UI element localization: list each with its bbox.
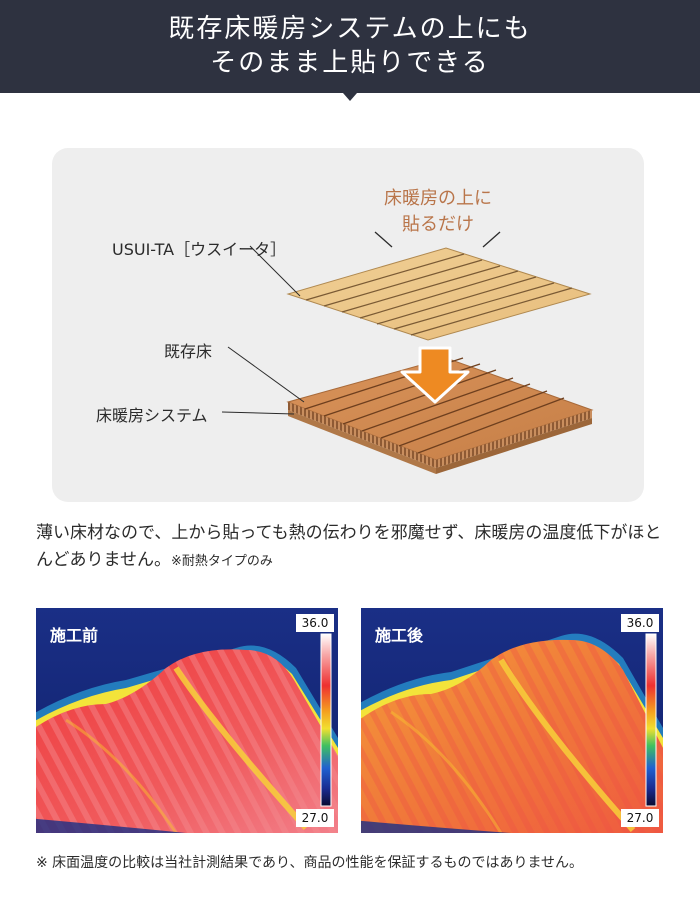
description: 薄い床材なので、上から貼っても熱の伝わりを邪魔せず、床暖房の温度低下がほとんどあ… xyxy=(36,520,676,575)
thermal-before-graphic xyxy=(36,608,338,833)
thermal-before-label: 施工前 xyxy=(50,626,99,645)
thermal-after-label: 施工後 xyxy=(375,626,424,645)
callout-text: 床暖房の上に 貼るだけ xyxy=(338,186,538,238)
label-existing-floor: 既存床 xyxy=(164,342,213,361)
label-usui-ta: USUI-TA［ウスイータ］ xyxy=(112,240,287,259)
diagram-panel: 床暖房の上に 貼るだけ USUI-TA［ウスイータ］ 既存床 床暖房システム xyxy=(52,148,644,502)
thermal-after-scale-max: 36.0 xyxy=(621,614,659,632)
callout-line1: 床暖房の上に xyxy=(384,188,492,209)
label-heating-system: 床暖房システム xyxy=(96,406,208,425)
callout-line2: 貼るだけ xyxy=(402,214,474,235)
down-arrow-icon xyxy=(400,346,470,404)
header-title-line1: 既存床暖房システムの上にも xyxy=(168,14,532,44)
usui-ta-board xyxy=(286,247,592,341)
description-main: 薄い床材なので、上から貼っても熱の伝わりを邪魔せず、床暖房の温度低下がほとんどあ… xyxy=(36,523,662,570)
banner-pointer xyxy=(343,93,357,101)
thermal-before-scale-max: 36.0 xyxy=(296,614,334,632)
thermal-after-graphic xyxy=(361,608,663,833)
thermal-after-scale-min: 27.0 xyxy=(621,809,659,827)
footnote: ※ 床面温度の比較は当社計測結果であり、商品の性能を保証するものではありません。 xyxy=(36,855,584,871)
thermal-image-after: 施工後 36.0 27.0 xyxy=(361,608,663,833)
header-banner: 既存床暖房システムの上にも そのまま上貼りできる xyxy=(0,0,700,93)
thermal-image-before: 施工前 36.0 27.0 xyxy=(36,608,338,833)
layer-diagram xyxy=(221,231,594,474)
header-title-line2: そのまま上貼りできる xyxy=(210,48,490,78)
existing-floor-layer xyxy=(286,357,594,474)
description-note: ※耐熱タイプのみ xyxy=(170,554,273,569)
thermal-before-scale-min: 27.0 xyxy=(296,809,334,827)
